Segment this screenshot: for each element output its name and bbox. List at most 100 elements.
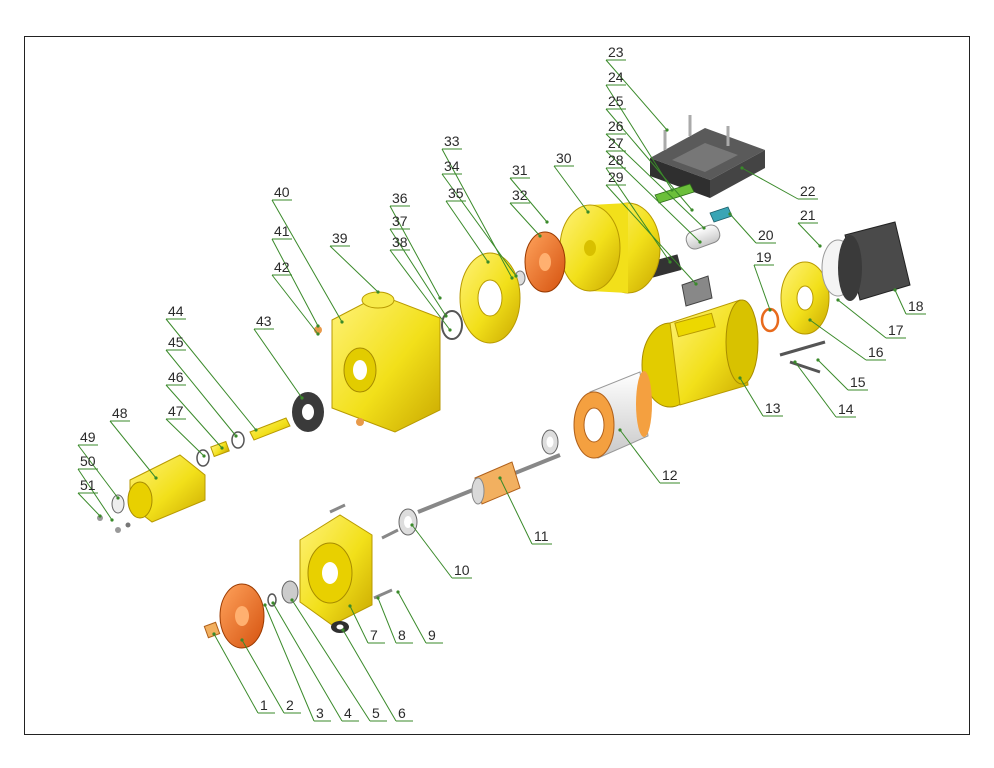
leader-lines	[77, 59, 926, 722]
part-label-40: 40	[274, 184, 290, 200]
leader-tip-34	[514, 274, 518, 278]
leader-line-13	[739, 377, 764, 417]
leader-tip-36	[438, 296, 442, 300]
leader-line-17	[837, 299, 887, 339]
leader-tip-10	[410, 523, 414, 527]
nozzle	[210, 440, 230, 458]
leader-line-6	[342, 629, 397, 722]
part-label-7: 7	[370, 627, 378, 643]
leader-tip-8	[376, 596, 380, 600]
part-label-37: 37	[392, 213, 408, 229]
leader-line-21	[797, 222, 821, 247]
leader-tip-27	[698, 240, 702, 244]
part-label-11: 11	[534, 528, 549, 544]
leader-tip-1	[212, 632, 216, 636]
leader-tip-5	[290, 598, 294, 602]
part-label-8: 8	[398, 627, 406, 643]
leader-tip-12	[618, 428, 622, 432]
part-label-18: 18	[908, 298, 924, 314]
o-ring	[441, 310, 463, 340]
impeller-orange-upper	[524, 231, 566, 293]
part-label-44: 44	[168, 303, 184, 319]
part-label-27: 27	[608, 135, 624, 151]
part-label-25: 25	[608, 93, 624, 109]
leader-line-31	[509, 177, 548, 223]
leader-line-44	[165, 318, 257, 431]
part-label-3: 3	[316, 705, 324, 721]
leader-line-47	[165, 418, 205, 457]
bearing-front	[398, 508, 418, 536]
leader-line-4	[272, 602, 343, 722]
leader-line-49	[77, 444, 119, 499]
impeller-washer	[267, 593, 277, 607]
leader-tip-35	[486, 260, 490, 264]
leader-line-41	[271, 238, 319, 327]
part-label-51: 51	[80, 477, 96, 493]
part-label-20: 20	[758, 227, 774, 243]
part-label-9: 9	[428, 627, 436, 643]
leader-tip-30	[586, 210, 590, 214]
leader-line-33	[441, 148, 513, 279]
leader-line-28	[605, 167, 671, 263]
part-label-2: 2	[286, 697, 294, 713]
leader-line-24	[605, 84, 673, 191]
leader-line-22	[741, 167, 799, 200]
part-label-14: 14	[838, 401, 854, 417]
leader-line-12	[619, 429, 661, 484]
leader-tip-39	[376, 290, 380, 294]
ejector-body	[127, 454, 206, 523]
part-label-31: 31	[512, 162, 528, 178]
part-label-35: 35	[448, 185, 464, 201]
leader-line-36	[389, 205, 441, 299]
ejector-bolts	[97, 515, 131, 533]
rotor-shaft	[417, 453, 561, 514]
part-label-28: 28	[608, 152, 624, 168]
leader-tip-50	[110, 518, 114, 522]
leader-tip-4	[271, 601, 275, 605]
leader-line-46	[165, 384, 223, 449]
leader-tip-20	[728, 212, 732, 216]
bracket-bolts	[329, 503, 399, 600]
rear-o-ring	[760, 307, 780, 333]
leader-line-39	[329, 245, 379, 293]
leader-tip-14	[793, 360, 797, 364]
ejector-nipple	[249, 417, 291, 441]
leader-line-29	[605, 184, 697, 285]
leader-line-38	[389, 249, 451, 331]
leader-line-34	[441, 173, 517, 277]
leader-line-50	[77, 468, 113, 521]
capacitor	[685, 224, 721, 250]
part-label-38: 38	[392, 234, 408, 250]
small-o-rings	[196, 431, 245, 467]
leader-line-5	[291, 599, 371, 722]
part-label-22: 22	[800, 183, 816, 199]
leader-tip-49	[116, 496, 120, 500]
part-label-48: 48	[112, 405, 128, 421]
leader-tip-24	[670, 188, 674, 192]
bracket	[681, 275, 713, 307]
leader-tip-25	[690, 208, 694, 212]
part-label-26: 26	[608, 118, 624, 134]
leader-line-26	[605, 133, 705, 229]
leader-line-20	[729, 213, 757, 244]
part-label-46: 46	[168, 369, 184, 385]
leader-tip-29	[694, 282, 698, 286]
leader-line-23	[605, 59, 668, 131]
part-label-34: 34	[444, 158, 460, 174]
leader-tip-40	[340, 320, 344, 324]
part-label-50: 50	[80, 453, 96, 469]
part-label-42: 42	[274, 259, 290, 275]
leader-line-15	[817, 359, 849, 391]
flange-gasket	[292, 392, 324, 432]
part-label-45: 45	[168, 334, 184, 350]
leader-tip-47	[202, 454, 206, 458]
stator	[573, 371, 652, 459]
leader-tip-22	[740, 166, 744, 170]
pump-body	[314, 291, 441, 433]
motor-housing	[641, 299, 759, 408]
leader-tip-23	[665, 128, 669, 132]
part-label-24: 24	[608, 69, 624, 85]
bearing-rear	[541, 429, 559, 455]
part-label-47: 47	[168, 403, 184, 419]
